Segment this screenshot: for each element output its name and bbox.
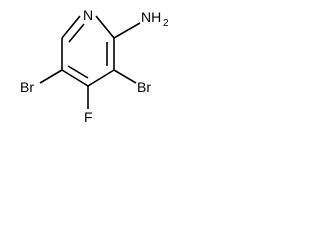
- atom-label-amino-subscript: 2: [163, 18, 169, 29]
- atom-label-ring-nitrogen: N: [83, 7, 93, 23]
- atom-label-amino: NH: [141, 9, 161, 25]
- bond-c4-c5-double-outer: [61, 69, 89, 87]
- bond-c3-br: [113, 69, 137, 84]
- atom-label-bromine-right: Br: [137, 79, 151, 95]
- bond-c4-c5-double-inner: [67, 65, 89, 79]
- bond-c2-nh2: [113, 22, 141, 39]
- bond-c6-n1-double-inner: [68, 23, 85, 43]
- molecule-structure: N NH 2 Br F Br: [20, 7, 169, 125]
- bond-n1-c2: [95, 15, 115, 39]
- atom-label-fluorine: F: [84, 109, 93, 125]
- molecule-canvas: N NH 2 Br F Br: [0, 0, 176, 138]
- bond-c6-n1: [61, 15, 81, 39]
- bond-c3-c4: [87, 69, 115, 87]
- atom-label-bromine-left: Br: [20, 79, 34, 95]
- bond-c5-br: [39, 69, 63, 84]
